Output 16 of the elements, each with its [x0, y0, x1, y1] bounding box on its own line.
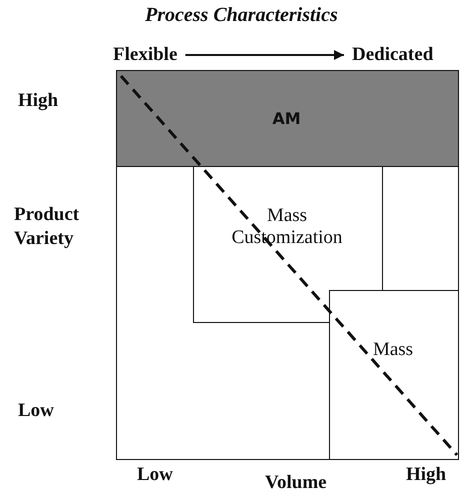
axis-tick-label: Low [137, 464, 173, 486]
axis-title: Volume [265, 472, 327, 493]
region-box [328, 290, 458, 460]
axis-title: Product Variety [14, 203, 80, 251]
region-label: AM [271, 108, 302, 128]
region-label: Mass Customization [230, 204, 344, 248]
axis-end-label: Flexible [113, 44, 178, 66]
axis-end-label: Dedicated [352, 44, 434, 66]
chart-title: Process Characteristics [145, 4, 338, 27]
axis-tick-label: High [406, 464, 446, 486]
region-band [116, 70, 458, 166]
region-label: Mass [372, 338, 414, 360]
arrow [185, 50, 344, 60]
axis-tick-label: Low [18, 400, 54, 422]
axis-tick-label: High [18, 90, 58, 112]
region-box [192, 166, 382, 322]
